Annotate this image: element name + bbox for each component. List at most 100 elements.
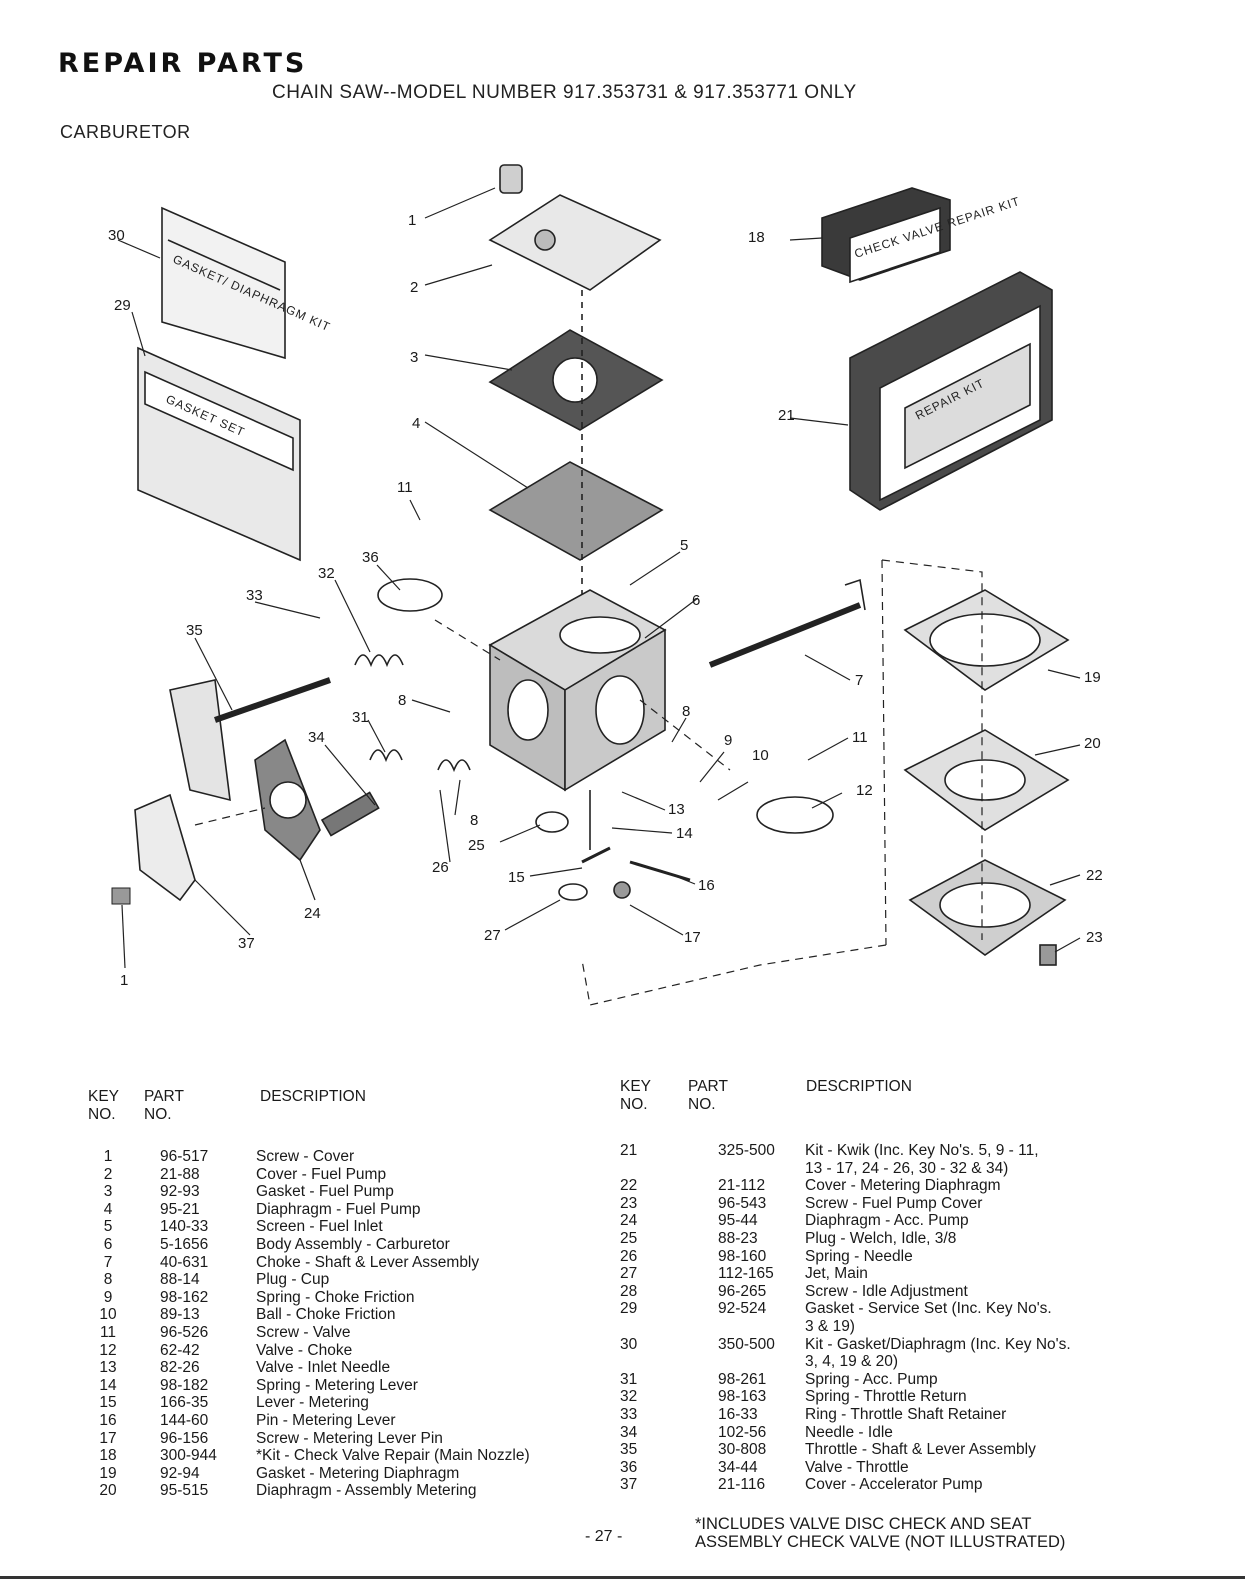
description-cell: Cover - Fuel Pump [256, 1165, 387, 1183]
table-row: 27 112-165 Jet, Main [620, 1265, 1071, 1283]
page-number: - 27 - [585, 1528, 623, 1545]
description-cell: 3, 4, 19 & 20) [805, 1353, 899, 1371]
check-valve-kit-illustration: CHECK VALVE REPAIR KIT [821, 187, 1022, 284]
callout-35: 35 [186, 622, 203, 639]
description-cell: Needle - Idle [805, 1423, 893, 1441]
callout-32: 32 [318, 565, 335, 582]
description-cell: Spring - Needle [805, 1247, 913, 1265]
part-number-cell: 96-517 [160, 1148, 209, 1165]
part-number-cell: 62-42 [160, 1341, 200, 1359]
callout-15: 15 [508, 869, 525, 886]
description-cell: 13 - 17, 24 - 26, 30 - 32 & 34) [805, 1159, 1009, 1177]
callout-1-bottom: 1 [120, 972, 128, 989]
part-number-cell: 96-543 [718, 1194, 767, 1212]
key-cell: 28 [620, 1282, 638, 1300]
description-cell: Valve - Inlet Needle [256, 1359, 391, 1377]
key-cell: 22 [620, 1177, 638, 1195]
description-cell: *Kit - Check Valve Repair (Main Nozzle) [256, 1447, 530, 1465]
key-cell: 14 [99, 1376, 117, 1394]
idle-needle [320, 791, 380, 837]
callout-12: 12 [856, 782, 873, 799]
key-cell [620, 1318, 670, 1336]
part-number-cell: 102-56 [718, 1423, 767, 1441]
callout-11a: 11 [397, 479, 413, 496]
callout-8c: 8 [470, 812, 478, 829]
fuel-pump-cover-stack [488, 164, 664, 700]
key-cell: 6 [103, 1235, 113, 1253]
table-row: 18 300-944 *Kit - Check Valve Repair (Main… [78, 1447, 530, 1465]
key-cell: 33 [620, 1405, 638, 1423]
bottom-rule [0, 1576, 1245, 1579]
key-cell: 35 [620, 1441, 638, 1459]
description-cell: Screw - Idle Adjustment [805, 1282, 968, 1300]
callout-30: 30 [108, 227, 125, 244]
throttle-valve [377, 578, 443, 612]
part-number-cell: 30-808 [718, 1441, 767, 1459]
part-number-cell: 88-23 [718, 1229, 758, 1247]
callout-18: 18 [748, 229, 765, 246]
callout-6: 6 [692, 592, 700, 609]
callout-19: 19 [1084, 669, 1101, 686]
callout-21: 21 [778, 407, 795, 424]
part-no-header-right: PART NO. [688, 1078, 728, 1114]
part-number-cell: 95-515 [160, 1482, 209, 1500]
description-cell: Diaphragm - Fuel Pump [256, 1200, 421, 1218]
springs [354, 654, 591, 850]
part-number-cell: 92-524 [718, 1300, 767, 1318]
callout-11b: 11 [852, 729, 868, 746]
description-cell: Jet, Main [805, 1265, 868, 1283]
description-cell: Body Assembly - Carburetor [256, 1235, 450, 1253]
key-cell: 18 [99, 1447, 117, 1465]
model-subtitle: CHAIN SAW--MODEL NUMBER 917.353731 & 917… [272, 82, 857, 103]
welch-plug [535, 811, 569, 833]
description-cell: Diaphragm - Acc. Pump [805, 1212, 969, 1230]
key-cell: 8 [103, 1271, 113, 1289]
description-cell: Screw - Metering Lever Pin [256, 1429, 443, 1447]
key-header-right-line2: NO. [620, 1096, 648, 1113]
description-cell: Pin - Metering Lever [256, 1411, 396, 1429]
part-number-cell: 34-44 [718, 1458, 758, 1476]
callout-labels: 1 2 3 4 5 6 7 8 8 8 9 10 11 11 12 13 14 … [108, 212, 1103, 989]
part-header-right-line2: NO. [688, 1096, 716, 1113]
gasket-diaphragm-kit-illustration: GASKET/ DIAPHRAGM KIT [161, 206, 333, 360]
callout-29: 29 [114, 297, 131, 314]
key-cell: 27 [620, 1265, 638, 1283]
callout-2: 2 [410, 279, 418, 296]
part-header-line1: PART [144, 1088, 184, 1105]
footnote-line-1: *INCLUDES VALVE DISC CHECK AND SEAT [695, 1515, 1032, 1533]
metering-lever [581, 846, 611, 864]
part-number-cell: 325-500 [718, 1142, 775, 1159]
key-cell: 19 [99, 1464, 117, 1482]
callout-36: 36 [362, 549, 379, 566]
part-number-cell: 88-14 [160, 1271, 200, 1289]
key-cell: 26 [620, 1247, 638, 1265]
footnote-line-2: ASSEMBLY CHECK VALVE (NOT ILLUSTRATED) [695, 1533, 1066, 1551]
description-cell: Gasket - Fuel Pump [256, 1183, 394, 1201]
callout-10: 10 [752, 747, 769, 764]
key-cell: 10 [99, 1306, 117, 1324]
part-number-cell: 96-156 [160, 1429, 209, 1447]
callout-31: 31 [352, 709, 369, 726]
part-number-cell: 40-631 [160, 1253, 209, 1271]
part-number-cell: 300-944 [160, 1447, 217, 1465]
description-cell: Diaphragm - Assembly Metering [256, 1482, 477, 1500]
cover-screw-bottom [111, 887, 131, 905]
part-number-cell: 140-33 [160, 1218, 209, 1236]
part-number-cell: 112-165 [718, 1265, 774, 1283]
key-cell [620, 1160, 670, 1178]
description-cell: Screen - Fuel Inlet [256, 1218, 383, 1236]
